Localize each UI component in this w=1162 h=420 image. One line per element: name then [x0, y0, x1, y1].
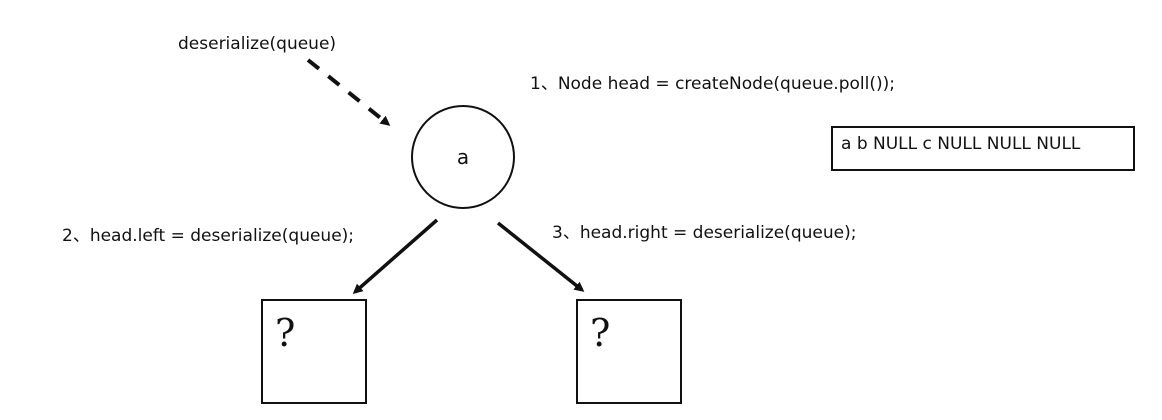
- step2-label: 2、head.left = deserialize(queue);: [62, 226, 355, 246]
- right-child-label: ?: [590, 311, 611, 355]
- step3-label: 3、head.right = deserialize(queue);: [552, 223, 857, 243]
- queue-box: a b NULL c NULL NULL NULL: [831, 126, 1135, 171]
- left-edge-arrow: [352, 218, 439, 294]
- step1-label: 1、Node head = createNode(queue.poll());: [530, 74, 895, 94]
- right-edge-arrow: [496, 221, 585, 292]
- call-label: deserialize(queue): [178, 34, 337, 54]
- queue-contents: a b NULL c NULL NULL NULL: [841, 134, 1081, 154]
- left-child-box: ?: [261, 299, 367, 404]
- call-arrow: [306, 58, 391, 126]
- root-node-label: a: [456, 145, 470, 169]
- left-child-label: ?: [275, 311, 296, 355]
- right-child-box: ?: [576, 299, 682, 404]
- root-node: a: [411, 105, 515, 209]
